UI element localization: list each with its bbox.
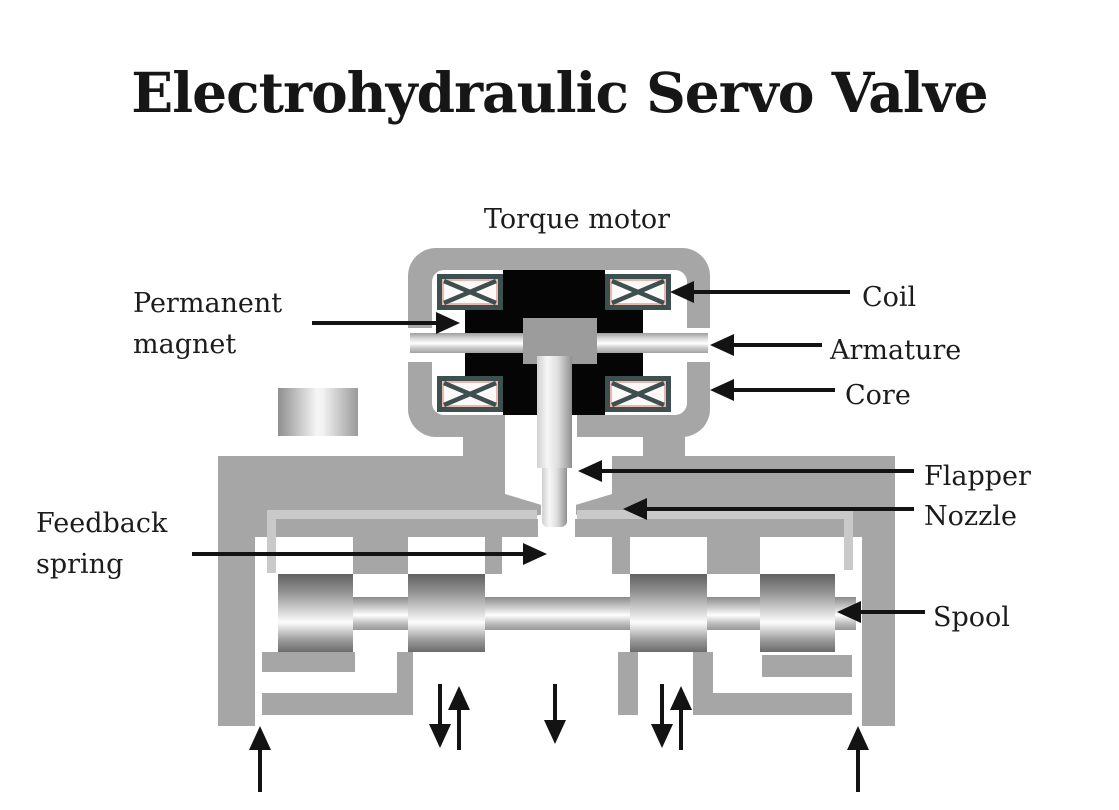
arrowhead-right-icon bbox=[436, 312, 460, 334]
magnet-top-right bbox=[603, 308, 643, 334]
flow-line bbox=[457, 710, 461, 750]
duct-left-bottom bbox=[262, 693, 413, 715]
nozzle-base-right bbox=[575, 519, 612, 537]
motor-stem-left bbox=[463, 435, 505, 457]
leader-line bbox=[312, 321, 438, 325]
duct-right-col bbox=[618, 652, 638, 715]
duct-right-bottom bbox=[693, 693, 852, 715]
feedback-spring-label: Feedback spring bbox=[36, 503, 167, 585]
leader-line bbox=[861, 610, 925, 614]
duct-left-top bbox=[262, 652, 355, 672]
body-slab-left bbox=[218, 456, 505, 537]
spool-land-3 bbox=[630, 574, 707, 652]
flow-line bbox=[660, 684, 664, 724]
chamber-post-3 bbox=[612, 537, 630, 574]
armature-label: Armature bbox=[830, 335, 962, 366]
down-arrow-icon bbox=[651, 724, 673, 748]
arrowhead-left-icon bbox=[710, 379, 734, 401]
flow-line bbox=[258, 750, 262, 792]
channel-left-vertical bbox=[267, 510, 276, 573]
leader-line bbox=[734, 343, 822, 347]
flow-line bbox=[856, 750, 860, 792]
coil-label: Coil bbox=[862, 282, 917, 313]
nozzle-base-left bbox=[505, 519, 538, 537]
spool-land-4 bbox=[760, 574, 835, 652]
permanent-magnet-label: Permanent magnet bbox=[133, 283, 282, 365]
channel-right-vertical bbox=[844, 510, 853, 570]
arrowhead-left-icon bbox=[837, 601, 861, 623]
motor-stem-right bbox=[643, 435, 685, 457]
leader-line bbox=[647, 507, 914, 511]
arrowhead-left-icon bbox=[623, 498, 647, 520]
page-title: Electrohydraulic Servo Valve bbox=[131, 60, 988, 125]
down-arrow-icon bbox=[429, 724, 451, 748]
arrowhead-left-icon bbox=[710, 334, 734, 356]
feedback-spring-label-line2: spring bbox=[36, 549, 124, 580]
channel-left-horizontal bbox=[267, 510, 537, 519]
spool-shaft bbox=[278, 597, 856, 630]
torque-motor-label: Torque motor bbox=[483, 204, 671, 235]
coil-bottom-right-icon bbox=[605, 376, 671, 412]
down-arrow-icon bbox=[544, 720, 566, 744]
flow-line bbox=[553, 684, 557, 720]
permanent-magnet-label-line1: Permanent bbox=[133, 288, 283, 319]
nozzle-label: Nozzle bbox=[924, 501, 1017, 532]
arrowhead-left-icon bbox=[670, 281, 694, 303]
up-arrow-icon bbox=[847, 726, 869, 750]
chamber-post-4 bbox=[707, 537, 760, 574]
magnet-bar bbox=[278, 388, 358, 436]
arrowhead-right-icon bbox=[523, 543, 547, 565]
flow-line bbox=[679, 710, 683, 750]
flow-line bbox=[438, 684, 442, 724]
channel-right-horizontal bbox=[577, 510, 853, 519]
flapper-lower bbox=[542, 468, 567, 527]
flapper-label: Flapper bbox=[924, 461, 1031, 492]
magnet-top-left bbox=[465, 308, 505, 334]
arrowhead-left-icon bbox=[578, 460, 602, 482]
up-arrow-icon bbox=[670, 686, 692, 710]
coil-bottom-left-icon bbox=[437, 376, 503, 412]
leader-line bbox=[694, 290, 850, 294]
up-arrow-icon bbox=[448, 686, 470, 710]
spool-land-1 bbox=[278, 574, 353, 652]
flapper-upper bbox=[537, 356, 572, 468]
coil-top-right-icon bbox=[605, 274, 671, 310]
leader-line bbox=[734, 388, 835, 392]
magnet-bottom-left bbox=[465, 350, 505, 377]
leader-line bbox=[602, 469, 914, 473]
leader-line bbox=[192, 552, 523, 556]
core-label: Core bbox=[845, 380, 911, 411]
spool-label: Spool bbox=[933, 602, 1010, 633]
up-arrow-icon bbox=[249, 726, 271, 750]
feedback-spring-label-line1: Feedback bbox=[36, 508, 168, 539]
spool-land-2 bbox=[408, 574, 485, 652]
permanent-magnet-label-line2: magnet bbox=[133, 329, 237, 360]
duct-right-top bbox=[762, 655, 852, 677]
magnet-bottom-right bbox=[603, 350, 643, 377]
coil-top-left-icon bbox=[437, 274, 503, 310]
